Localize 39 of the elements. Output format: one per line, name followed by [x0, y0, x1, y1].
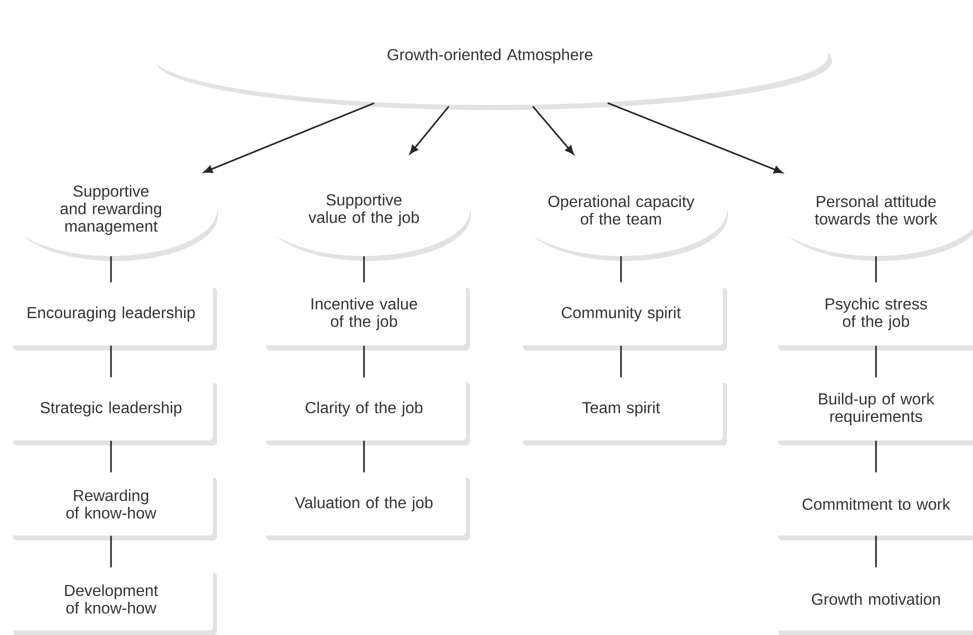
- text-box: Team spirit: [519, 378, 727, 446]
- connector-line: [110, 346, 112, 378]
- text-box: Strategic leadership: [9, 378, 217, 446]
- arrow: [204, 102, 374, 173]
- oval-node: Supportive and rewarding management: [4, 164, 218, 261]
- text-box: Commitment to work: [774, 472, 973, 540]
- connector-line: [875, 346, 877, 378]
- arrow: [532, 106, 574, 154]
- arrow: [410, 106, 450, 154]
- oval-node: Growth-oriented Atmosphere: [152, 7, 832, 110]
- connector-line: [620, 346, 622, 378]
- arrow: [607, 102, 783, 174]
- connector-line: [363, 440, 365, 472]
- connector-line: [875, 256, 877, 282]
- text-box: Incentive value of the job: [262, 282, 470, 350]
- text-box: Rewarding of know-how: [9, 472, 217, 540]
- text-box: Valuation of the job: [262, 472, 470, 540]
- text-box: Build-up of work requirements: [774, 378, 973, 446]
- node-label: Supportive and rewarding management: [60, 185, 162, 235]
- connector-line: [363, 256, 365, 282]
- node-label: Operational capacity of the team: [548, 195, 694, 225]
- connector-line: [110, 536, 112, 568]
- connector-line: [110, 440, 112, 472]
- oval-node: Operational capacity of the team: [514, 164, 728, 261]
- text-box: Psychic stress of the job: [774, 282, 973, 350]
- text-box: Clarity of the job: [262, 378, 470, 446]
- oval-node: Personal attitude towards the work: [770, 164, 973, 261]
- oval-node: Supportive value of the job: [258, 164, 471, 261]
- text-box: Growth motivation: [774, 568, 973, 635]
- connector-line: [620, 256, 622, 282]
- connector-line: [110, 256, 112, 282]
- node-label: Personal attitude towards the work: [814, 195, 938, 225]
- connector-line: [363, 346, 365, 378]
- connector-line: [875, 536, 877, 568]
- text-box: Community spirit: [519, 282, 727, 350]
- node-label: Supportive value of the job: [308, 194, 419, 226]
- text-box: Encouraging leadership: [9, 282, 217, 350]
- text-box: Development of know-how: [9, 568, 217, 635]
- connector-line: [875, 440, 877, 472]
